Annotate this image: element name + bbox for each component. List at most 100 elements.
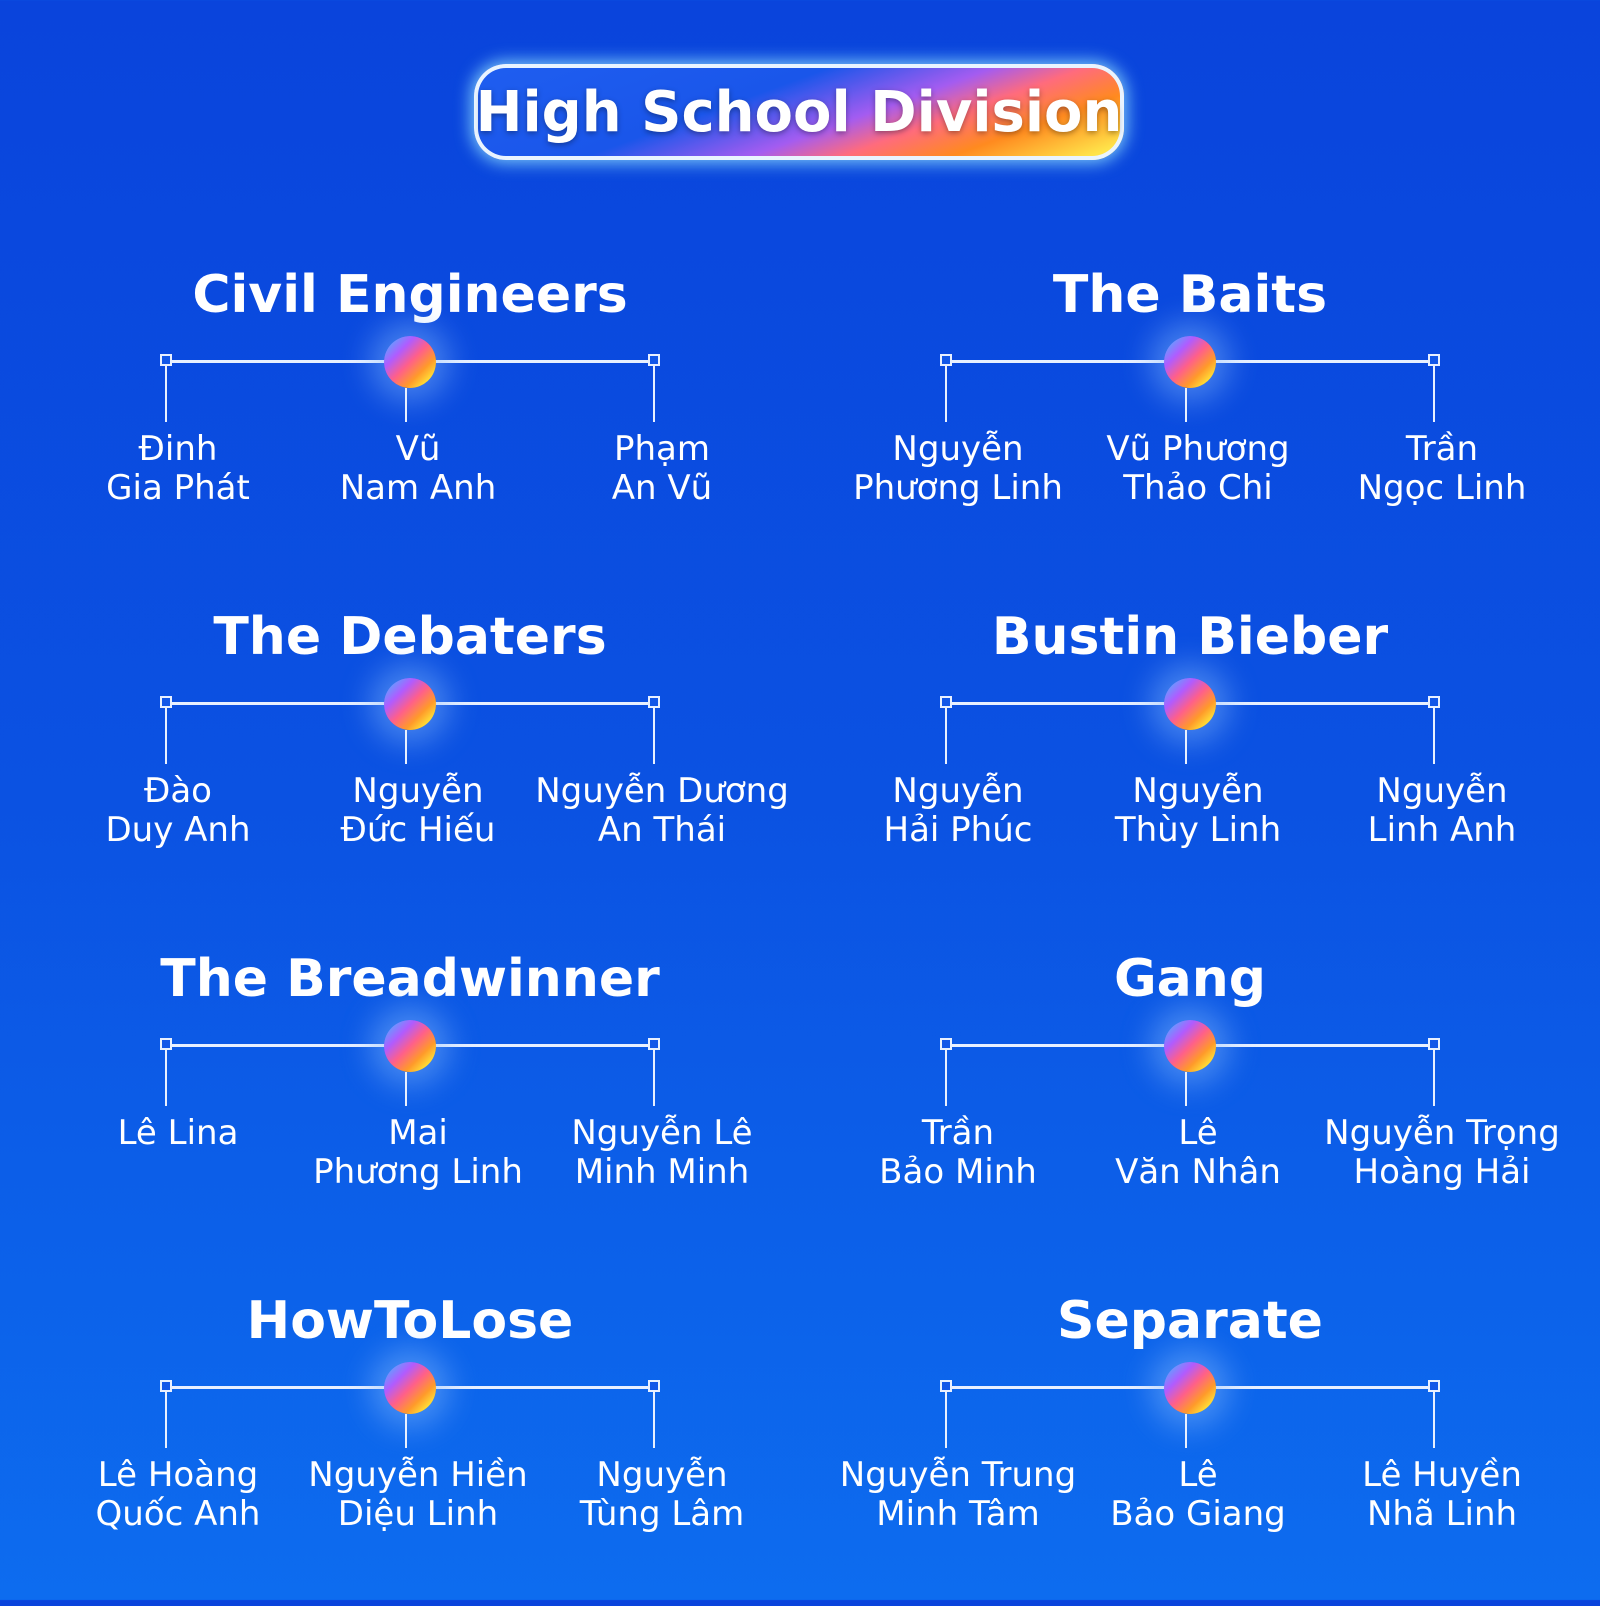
member-name-line1: Mai: [388, 1113, 448, 1153]
member-name-line2: Bảo Giang: [1110, 1494, 1286, 1534]
member-name: Nguyễn Hải Phúc: [828, 772, 1088, 850]
team-group: The Baits Nguyễn Phương Linh Vũ Phương T…: [800, 260, 1580, 580]
node-square-icon: [1428, 696, 1440, 708]
member-name-line2: Quốc Anh: [95, 1494, 261, 1534]
member-name-line2: Đức Hiếu: [340, 810, 496, 850]
member-name-line2: Gia Phát: [106, 468, 250, 508]
member-name-line2: Tùng Lâm: [579, 1494, 745, 1534]
member-name: Nguyễn Tùng Lâm: [532, 1456, 792, 1534]
member-name-line2: Ngọc Linh: [1357, 468, 1527, 508]
team-name: Civil Engineers: [192, 265, 628, 325]
team-name: Gang: [1113, 949, 1266, 1009]
team-orb-icon: [1164, 678, 1216, 730]
member-name-line1: Đào: [144, 771, 212, 811]
member-name-line1: Nguyễn Lê: [571, 1113, 753, 1153]
member-name: Nguyễn Dương An Thái: [532, 772, 792, 850]
member-name: Lê Bảo Giang: [1068, 1456, 1328, 1534]
member-name-line1: Nguyễn: [892, 429, 1024, 469]
member-name-line1: Nguyễn Hiền: [308, 1455, 528, 1495]
member-name: Vũ Phương Thảo Chi: [1068, 430, 1328, 508]
member-name: Nguyễn Đức Hiếu: [288, 772, 548, 850]
node-square-icon: [1428, 1380, 1440, 1392]
team-group: Civil Engineers Đinh Gia Phát Vũ Nam Anh…: [20, 260, 800, 580]
member-name: Nguyễn Trọng Hoàng Hải: [1312, 1114, 1572, 1192]
member-name-line2: Nhã Linh: [1366, 1494, 1518, 1534]
member-name-line1: Trần: [1405, 429, 1479, 469]
branch-line: [1433, 1050, 1435, 1106]
member-name-line1: Phạm: [613, 429, 710, 469]
member-name-line2: Linh Anh: [1367, 810, 1517, 850]
team-orb-icon: [1164, 1020, 1216, 1072]
member-name-line2: Duy Anh: [105, 810, 251, 850]
node-square-icon: [940, 1038, 952, 1050]
member-name: Lê Hoàng Quốc Anh: [48, 1456, 308, 1534]
member-name-line1: Vũ Phương: [1106, 429, 1290, 469]
team-orb-icon: [384, 336, 436, 388]
member-name-line1: Lê: [1178, 1113, 1218, 1153]
node-square-icon: [940, 696, 952, 708]
branch-line: [653, 1050, 655, 1106]
node-square-icon: [940, 1380, 952, 1392]
team-group: Separate Nguyễn Trung Minh Tâm Lê Bảo Gi…: [800, 1286, 1580, 1606]
member-name-line2: Hải Phúc: [883, 810, 1033, 850]
node-square-icon: [648, 696, 660, 708]
member-name: Nguyễn Hiền Diệu Linh: [288, 1456, 548, 1534]
member-name-line2: Hoàng Hải: [1353, 1152, 1531, 1192]
member-name: Nguyễn Phương Linh: [828, 430, 1088, 508]
team-group: Gang Trần Bảo Minh Lê Văn Nhân Nguyễn Tr…: [800, 944, 1580, 1264]
branch-line: [1185, 1414, 1187, 1448]
team-orb-icon: [1164, 336, 1216, 388]
division-title-badge: High School Division: [474, 64, 1124, 160]
node-square-icon: [1428, 354, 1440, 366]
node-square-icon: [160, 1380, 172, 1392]
node-square-icon: [160, 354, 172, 366]
branch-line: [165, 1392, 167, 1448]
team-name: Separate: [1057, 1291, 1323, 1351]
member-name-line2: Văn Nhân: [1115, 1152, 1281, 1192]
member-name: Nguyễn Lê Minh Minh: [532, 1114, 792, 1192]
member-name-line1: Lê Lina: [117, 1113, 239, 1153]
division-title: High School Division: [475, 79, 1123, 145]
member-name: Lê Lina: [48, 1114, 308, 1153]
member-name-line1: Nguyễn: [352, 771, 484, 811]
team-orb-icon: [384, 1362, 436, 1414]
member-name-line1: Nguyễn: [892, 771, 1024, 811]
branch-line: [1185, 1072, 1187, 1106]
member-name: Nguyễn Thùy Linh: [1068, 772, 1328, 850]
member-name-line2: An Thái: [597, 810, 727, 850]
member-name-line2: Diệu Linh: [337, 1494, 499, 1534]
branch-line: [405, 730, 407, 764]
member-name: Lê Văn Nhân: [1068, 1114, 1328, 1192]
member-name-line1: Đinh: [138, 429, 218, 469]
member-name-line1: Nguyễn: [1376, 771, 1508, 811]
member-name: Trần Ngọc Linh: [1312, 430, 1572, 508]
team-group: HowToLose Lê Hoàng Quốc Anh Nguyễn Hiền …: [20, 1286, 800, 1606]
member-name-line1: Lê Hoàng: [97, 1455, 259, 1495]
member-name: Phạm An Vũ: [532, 430, 792, 508]
branch-line: [165, 366, 167, 422]
team-name: Bustin Bieber: [991, 607, 1389, 667]
member-name-line1: Vũ: [395, 429, 441, 469]
member-name: Lê Huyền Nhã Linh: [1312, 1456, 1572, 1534]
member-name-line1: Nguyễn: [1132, 771, 1264, 811]
branch-line: [1433, 366, 1435, 422]
member-name: Nguyễn Linh Anh: [1312, 772, 1572, 850]
member-name-line2: Thảo Chi: [1123, 468, 1273, 508]
node-square-icon: [648, 1038, 660, 1050]
member-name: Vũ Nam Anh: [288, 430, 548, 508]
node-square-icon: [940, 354, 952, 366]
branch-line: [1185, 388, 1187, 422]
branch-line: [653, 1392, 655, 1448]
branch-line: [945, 366, 947, 422]
team-name: The Breadwinner: [160, 949, 660, 1009]
member-name: Đinh Gia Phát: [48, 430, 308, 508]
member-name-line1: Nguyễn Dương: [535, 771, 789, 811]
member-name-line2: Nam Anh: [339, 468, 497, 508]
node-square-icon: [160, 696, 172, 708]
member-name: Nguyễn Trung Minh Tâm: [828, 1456, 1088, 1534]
member-name-line2: Minh Minh: [574, 1152, 750, 1192]
team-group: The Debaters Đào Duy Anh Nguyễn Đức Hiếu…: [20, 602, 800, 922]
member-name-line2: Phương Linh: [853, 468, 1063, 508]
branch-line: [1433, 1392, 1435, 1448]
branch-line: [165, 708, 167, 764]
